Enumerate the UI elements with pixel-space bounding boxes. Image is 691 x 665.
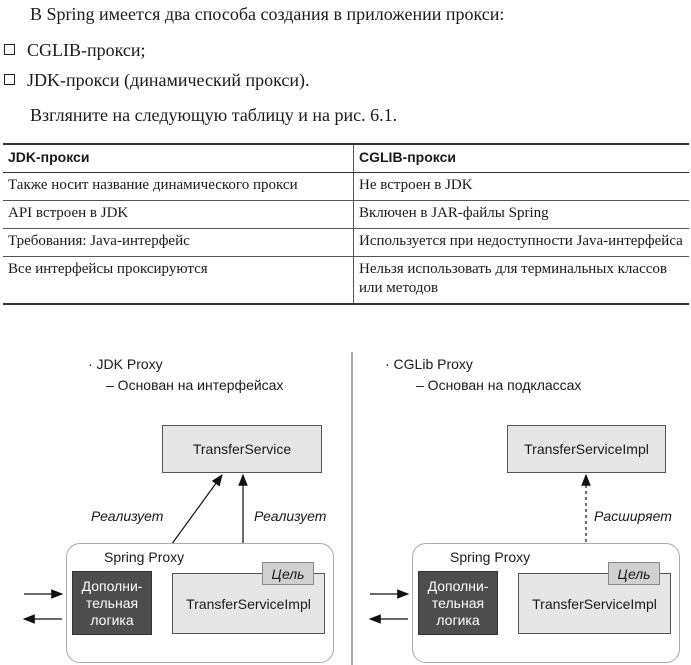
comparison-table: JDK-прокси CGLIB-прокси Также носит назв… bbox=[3, 143, 689, 305]
table-header-row: JDK-прокси CGLIB-прокси bbox=[3, 144, 689, 173]
see-table-text: Взгляните на следующую таблицу и на рис.… bbox=[30, 105, 398, 125]
table-cell: Не встроен в JDK bbox=[353, 172, 689, 201]
table-row: Требования: Java-интерфейс Используется … bbox=[3, 228, 689, 257]
jdk-subheading: – Основан на интерфейсах bbox=[106, 377, 284, 393]
logic-line: тельная bbox=[85, 594, 139, 611]
table-cell: Используется при недоступности Java-инте… bbox=[353, 228, 689, 257]
table-cell: Включен в JAR-файлы Spring bbox=[353, 200, 689, 229]
logic-line: логика bbox=[436, 611, 480, 628]
checkbox-bullet-icon bbox=[4, 44, 15, 55]
target-label: Цель bbox=[608, 562, 660, 585]
implements-label-left: Реализует bbox=[91, 508, 164, 524]
cglib-heading: · CGLib Proxy bbox=[385, 356, 473, 372]
bullet-text: JDK-прокси (динамический прокси). bbox=[27, 70, 310, 90]
bullet-text: CGLIB-прокси; bbox=[27, 40, 146, 60]
bullet-item-jdk: JDK-прокси (динамический прокси). bbox=[4, 68, 310, 92]
header-cglib-proxy: CGLIB-прокси bbox=[353, 144, 689, 173]
logic-line: Дополни- bbox=[427, 577, 489, 594]
transfer-service-impl-box: TransferServiceImpl bbox=[172, 573, 325, 634]
table-cell: Требования: Java-интерфейс bbox=[3, 228, 354, 257]
table-cell: API встроен в JDK bbox=[3, 200, 354, 229]
logic-line: Дополни- bbox=[81, 577, 143, 594]
target-label: Цель bbox=[262, 562, 314, 585]
table-cell: Также носит название динамического прокс… bbox=[3, 172, 354, 201]
header-jdk-proxy: JDK-прокси bbox=[3, 144, 354, 173]
logic-line: тельная bbox=[431, 594, 485, 611]
table-row: Также носит название динамического прокс… bbox=[3, 172, 689, 201]
additional-logic-box: Дополни- тельная логика bbox=[72, 571, 152, 635]
transfer-service-impl-class-box: TransferServiceImpl bbox=[507, 425, 666, 473]
table-row: API встроен в JDK Включен в JAR-файлы Sp… bbox=[3, 200, 689, 229]
checkbox-bullet-icon bbox=[4, 74, 15, 85]
implements-label-right: Реализует bbox=[254, 508, 327, 524]
spring-proxy-label: Spring Proxy bbox=[104, 549, 185, 565]
transfer-service-interface-box: TransferService bbox=[162, 425, 322, 473]
table-cell: Нельзя использовать для терминальных кла… bbox=[353, 256, 689, 305]
cglib-subheading: – Основан на подклассах bbox=[416, 377, 582, 393]
bullet-item-cglib: CGLIB-прокси; bbox=[4, 38, 146, 62]
intro-text: В Spring имеется два способа создания в … bbox=[30, 4, 505, 24]
logic-line: логика bbox=[90, 611, 134, 628]
spring-proxy-label: Spring Proxy bbox=[450, 549, 531, 565]
table-cell: Все интерфейсы проксируются bbox=[3, 256, 354, 305]
additional-logic-box: Дополни- тельная логика bbox=[418, 571, 498, 635]
extends-label: Расширяет bbox=[594, 508, 672, 524]
jdk-heading: · JDK Proxy bbox=[88, 356, 163, 372]
table-row: Все интерфейсы проксируются Нельзя испол… bbox=[3, 256, 689, 305]
